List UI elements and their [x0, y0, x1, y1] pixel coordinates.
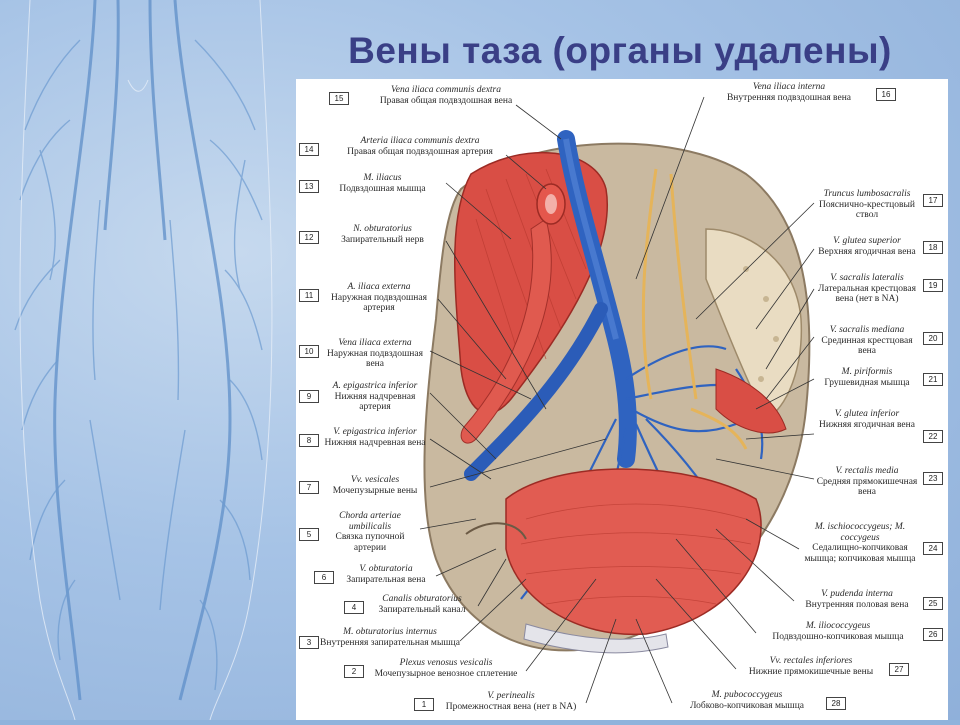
label-v-perinealis: V. perinealis Промежностная вена (нет в … [445, 691, 577, 712]
label-number: 16 [876, 88, 896, 101]
piriformis-muscle [715, 368, 787, 434]
anatomy-plate: 15 Vena iliaca communis dextra Правая об… [296, 79, 948, 720]
label-vena-iliaca-interna: Vena iliaca interna Внутренняя подвздошн… [726, 82, 852, 103]
label-number: 15 [329, 92, 349, 105]
label-vv-vesicales: Vv. vesicales Мочепузырные вены [332, 475, 418, 496]
label-number: 10 [299, 345, 319, 358]
label-number: 22 [923, 430, 943, 443]
label-number: 9 [299, 390, 319, 403]
label-number: 8 [299, 434, 319, 447]
label-m-iliacus: M. iliacus Подвздошная мышца [339, 173, 426, 194]
label-m-iliococcygeus: M. iliococcygeus Подвздошно-копчиковая м… [772, 621, 904, 642]
label-number: 14 [299, 143, 319, 156]
label-vena-iliaca-communis-dextra: Vena iliaca communis dextra Правая общая… [379, 85, 513, 106]
label-v-pudenda-interna: V. pudenda interna Внутренняя половая ве… [805, 589, 909, 610]
label-number: 11 [299, 289, 319, 302]
label-v-rectalis-media: V. rectalis media Средняя прямокишечная … [816, 466, 918, 497]
label-number: 25 [923, 597, 943, 610]
label-number: 1 [414, 698, 434, 711]
label-vv-rectales-inferiores: Vv. rectales inferiores Нижние прямокише… [748, 656, 874, 677]
label-plexus-venosus-vesicalis: Plexus venosus vesicalis Мочепузырное ве… [374, 658, 518, 679]
label-v-glutea-superior: V. glutea superior Верхняя ягодичная вен… [818, 236, 916, 257]
label-m-piriformis: M. piriformis Грушевидная мышца [824, 367, 910, 388]
label-number: 20 [923, 332, 943, 345]
label-chorda-arteriae-umbilicalis: Chorda arteriae umbilicalis Связка пупоч… [335, 511, 405, 553]
label-number: 18 [923, 241, 943, 254]
label-vena-iliaca-externa: Vena iliaca externa Наружная подвздошная… [327, 338, 423, 369]
label-number: 28 [826, 697, 846, 710]
label-number: 13 [299, 180, 319, 193]
label-v-glutea-inferior: V. glutea inferior Нижняя ягодичная вена [819, 409, 915, 430]
label-number: 6 [314, 571, 334, 584]
label-number: 23 [923, 472, 943, 485]
label-number: 21 [923, 373, 943, 386]
label-a-iliaca-externa: A. iliaca externa Наружная подвздошная а… [331, 282, 427, 313]
label-m-obturatorius-internus: M. obturatorius internus Внутренняя запи… [320, 627, 460, 648]
leg-veins-illustration [14, 0, 273, 720]
label-a-epigastrica-inferior: A. epigastrica inferior Нижняя надчревна… [332, 381, 418, 412]
label-number: 12 [299, 231, 319, 244]
label-v-obturatoria: V. obturatoria Запирательная вена [346, 564, 426, 585]
label-number: 17 [923, 194, 943, 207]
label-arteria-iliaca-communis-dextra: Arteria iliaca communis dextra Правая об… [347, 136, 493, 157]
label-v-sacralis-mediana: V. sacralis mediana Срединная крестцовая… [821, 325, 913, 356]
label-number: 24 [923, 542, 943, 555]
label-number: 19 [923, 279, 943, 292]
label-number: 4 [344, 601, 364, 614]
label-number: 5 [299, 528, 319, 541]
label-number: 26 [923, 628, 943, 641]
slide-title: Вены таза (органы удалены) [348, 30, 892, 71]
label-n-obturatorius: N. obturatorius Запирательный нерв [341, 224, 424, 245]
label-number: 3 [299, 636, 319, 649]
label-v-sacralis-lateralis: V. sacralis lateralis Латеральная крестц… [818, 273, 916, 304]
label-number: 27 [889, 663, 909, 676]
label-number: 2 [344, 665, 364, 678]
label-truncus-lumbosacralis: Truncus lumbosacralis Пояснично-крестцов… [819, 189, 915, 220]
label-canalis-obturatorius: Canalis obturatorius Запирательный канал [378, 594, 466, 615]
label-number: 7 [299, 481, 319, 494]
obturator-canal [465, 522, 527, 540]
label-m-pubococcygeus: M. pubococcygeus Лобково-копчиковая мышц… [689, 690, 805, 711]
label-m-ischiococcygeus: M. ischiococcygeus; M. coccygeus Седалищ… [804, 522, 916, 564]
label-v-epigastrica-inferior: V. epigastrica inferior Нижняя надчревна… [324, 427, 426, 448]
